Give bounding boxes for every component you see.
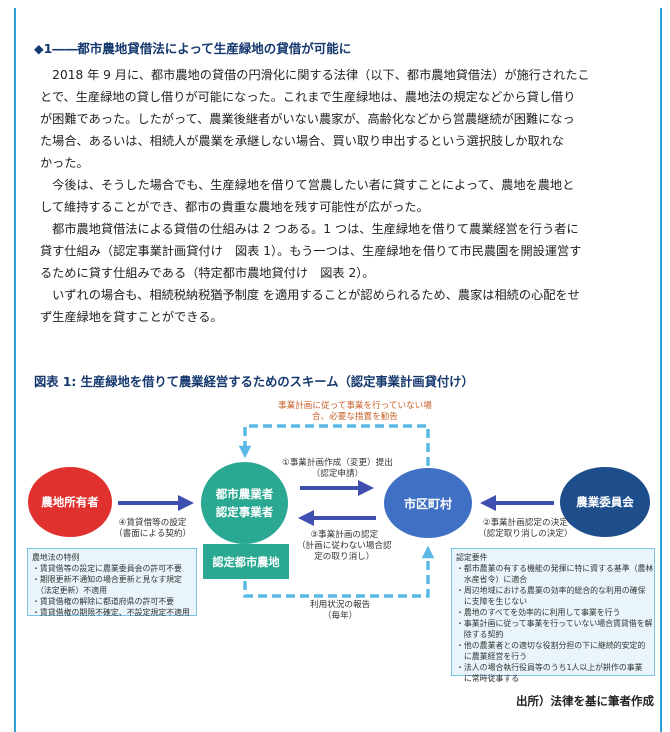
paragraph-line: るために貸す仕組みである（特定都市農地貸付け 図表 2）。 (40, 266, 375, 280)
note-line: ・都市農業の有する機能の発揮に特に資する基準（農林 (456, 564, 654, 573)
paragraph-1: 2018 年 9 月に、都市農地の貸借の円滑化に関する法律（以下、都市農地貸借法… (40, 64, 640, 174)
label-warning: 事業計画に従って事業を行っていない場 合、必要な措置を勧告 (278, 401, 432, 423)
note-line: 水産省令）に適合 (456, 575, 528, 584)
note-line: 除する契約 (456, 630, 504, 639)
node-agriculture-committee: 農業委員会 (560, 467, 650, 537)
paragraph-line: かった。 (40, 156, 89, 170)
note-line: に農業経営を行う (456, 652, 528, 661)
label-line: （認定取り消しの決定） (478, 529, 573, 539)
paragraph-line: いずれの場合も、相続税納税猶予制度 を適用することが認められるため、農家は相続の… (40, 288, 580, 302)
label-line: ④賃貸借等の設定 (118, 518, 187, 528)
node-municipality: 市区町村 (384, 468, 472, 538)
note-line: （法定更新）不適用 (32, 586, 107, 595)
paragraph-line: して維持することができ、都市の貴重な農地を残す可能性が広がった。 (40, 200, 429, 214)
label-step2: ②事業計画認定の決定 （認定取り消しの決定） (478, 518, 573, 540)
paragraph-3: 都市農地貸借法による貸借の仕組みは 2 つある。1 つは、生産緑地を借りて農業経… (40, 218, 640, 284)
label-line: （計画に従わない場合認 (297, 541, 392, 551)
node-certified-farmland: 認定都市農地 (203, 544, 289, 579)
label-line: 合、必要な措置を勧告 (311, 412, 398, 422)
paragraph-4: いずれの場合も、相続税納税猶予制度 を適用することが認められるため、農家は相続の… (40, 284, 640, 328)
label-line: （書面による契約） (114, 529, 192, 539)
label-line: （認定申請） (311, 469, 364, 479)
page-frame (14, 8, 662, 732)
node-label: 認定都市農地 (212, 555, 280, 569)
label-step1: ①事業計画作成（変更）提出 （認定申請） (282, 458, 393, 480)
node-label: 市区町村 (403, 496, 452, 511)
figure-source: 出所）法律を基に筆者作成 (516, 694, 654, 708)
paragraph-line: た場合、あるいは、相続人が農業を承継しない場合、買い取り申出するという選択肢しか… (40, 134, 565, 148)
note-line: ・期限更新不通知の場合更新と見なす規定 (32, 575, 182, 584)
paragraph-line: 2018 年 9 月に、都市農地の貸借の円滑化に関する法律（以下、都市農地貸借法… (40, 68, 590, 82)
note-line: ・賃貸借等の設定に農業委員会の許可不要 (32, 564, 182, 573)
label-line: 利用状況の報告 (310, 600, 371, 610)
note-line: ・他の農業者との適切な役割分担の下に継続的安定的 (456, 641, 646, 650)
node-label-line: 都市農業者 (215, 487, 274, 501)
dashed-arrow-warning (238, 424, 430, 466)
note-certification-requirements: 認定要件 ・都市農業の有する機能の発揮に特に資する基準（農林 水産省令）に適合 … (451, 548, 655, 683)
paragraph-2: 今後は、そうした場合でも、生産緑地を借りて営農したい者に貸すことによって、農地を… (40, 174, 640, 218)
note-line: に支障を生じない (456, 597, 528, 606)
label-line: （毎年） (322, 611, 358, 621)
paragraph-line: 都市農地貸借法による貸借の仕組みは 2 つある。1 つは、生産緑地を借りて農業経… (40, 222, 579, 236)
label-line: ③事業計画の認定 (310, 530, 379, 540)
figure-title: 図表 1: 生産緑地を借りて農業経営するためのスキーム（認定事業計画貸付け） (34, 375, 474, 389)
dashed-arrow-report (243, 545, 435, 598)
paragraph-line: ず生産緑地を貸すことができる。 (40, 310, 223, 324)
note-line: 農地法の特例 (32, 553, 80, 562)
label-line: 事業計画に従って事業を行っていない場 (278, 401, 432, 411)
node-label: 農業委員会 (576, 495, 634, 509)
note-line: ・農地のすべてを効率的に利用して事業を行う (456, 608, 621, 617)
node-label: 都市農業者 認定事業者 (216, 485, 274, 521)
node-label-line: 認定事業者 (215, 505, 274, 519)
label-step4: ④賃貸借等の設定 （書面による契約） (114, 518, 191, 540)
note-line: ・賃貸借権の解除に都道府県の許可不要 (32, 597, 175, 606)
note-farmland-act-exceptions: 農地法の特例 ・賃貸借等の設定に農業委員会の許可不要 ・期限更新不通知の場合更新… (27, 548, 197, 617)
paragraph-line: が困難であった。したがって、農業後継者がいない農家が、高齢化などから営農継続が困… (40, 112, 575, 126)
paragraph-line: 今後は、そうした場合でも、生産緑地を借りて営農したい者に貸すことによって、農地を… (40, 178, 575, 192)
node-land-owner: 農地所有者 (28, 467, 112, 537)
node-label: 農地所有者 (41, 495, 99, 509)
paragraph-line: とで、生産緑地の貸し借りが可能になった。これまで生産緑地は、農地法の規定などから… (40, 90, 576, 104)
note-line: に常時従事する (456, 674, 520, 683)
label-step3: ③事業計画の認定 （計画に従わない場合認 定の取り消し） (297, 530, 392, 563)
note-line: 認定要件 (456, 553, 488, 562)
note-line: ・周辺地域における農業の効率的総合的な利用の確保 (456, 586, 646, 595)
paragraph-line: 貸す仕組み（認定事業計画貸付け 図表 1）。もう一つは、生産緑地を借りて市民農園… (40, 244, 582, 258)
node-urban-farmer: 都市農業者 認定事業者 (201, 462, 288, 544)
label-line: ①事業計画作成（変更）提出 (282, 458, 393, 468)
note-line: ・法人の場合執行役員等のうち1人以上が耕作の事業 (456, 663, 643, 672)
note-line: ・賃貸借権の期限不確定、不設定規定不適用 (32, 608, 190, 617)
note-line: ・事業計画に従って事業を行っていない場合賃貸借を解 (456, 619, 653, 628)
label-line: 定の取り消し） (314, 552, 375, 562)
label-line: ②事業計画認定の決定 (482, 518, 568, 528)
section-heading: ◆1――都市農地貸借法によって生産緑地の貸借が可能に (34, 41, 352, 56)
label-report: 利用状況の報告 （毎年） (310, 600, 370, 622)
